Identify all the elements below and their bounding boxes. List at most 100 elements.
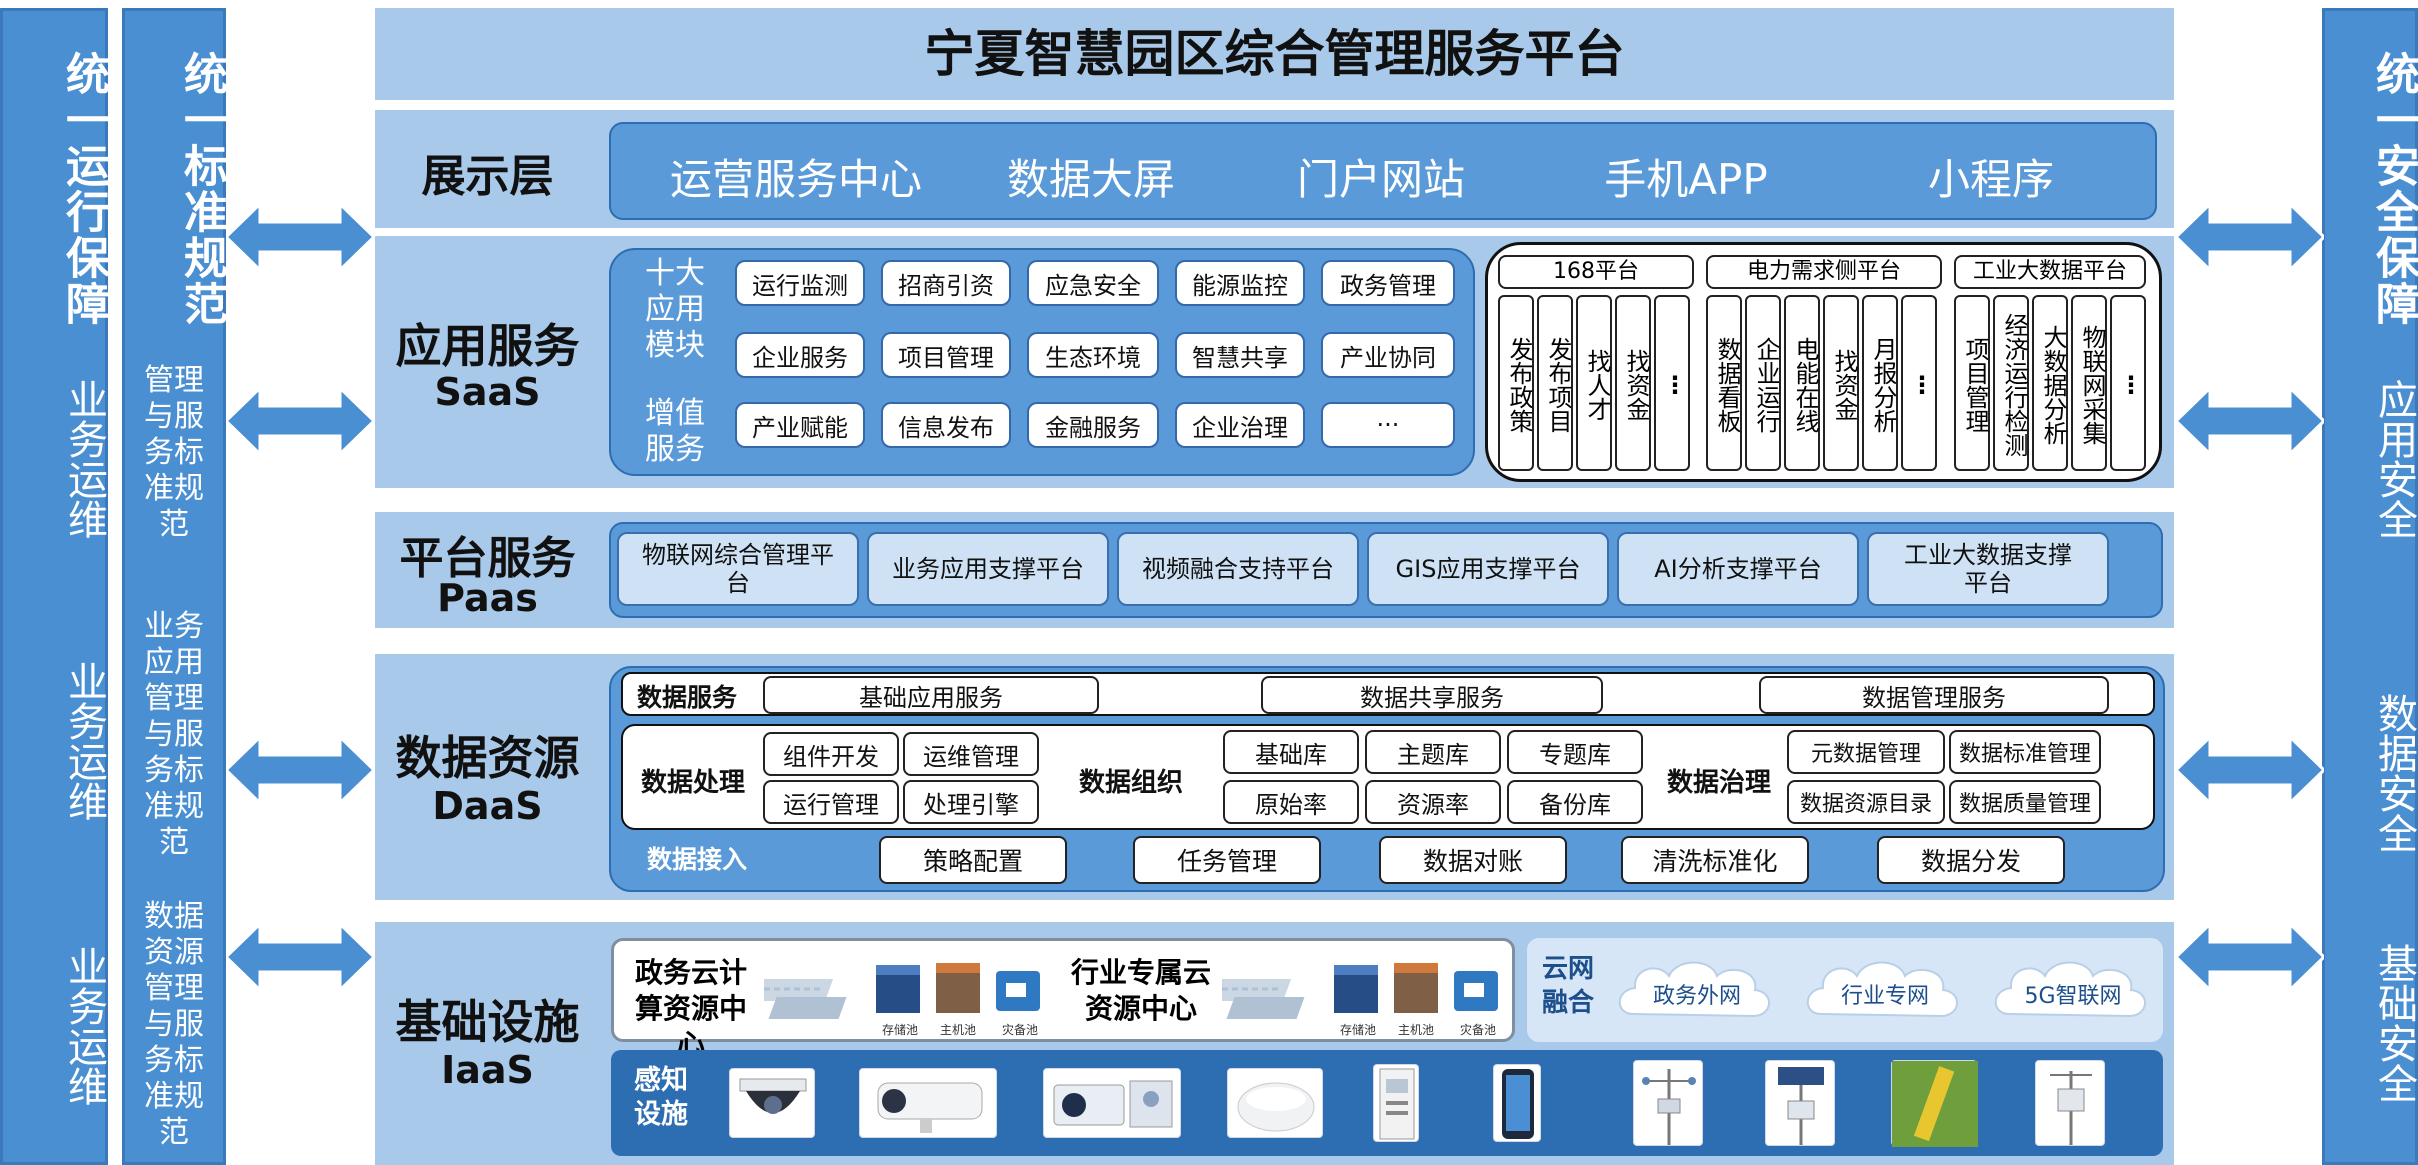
platform-168-col: 发布项目	[1537, 295, 1573, 471]
access-item[interactable]: 清洗标准化	[1621, 836, 1809, 884]
sensing-label: 感知设施	[634, 1065, 688, 1130]
server-cluster-graphic	[1222, 963, 1498, 1019]
left-inner-title: 统一标准规范	[176, 51, 227, 327]
module-chip[interactable]: 项目管理	[881, 332, 1011, 378]
paas-item[interactable]: 物联网综合管理平台	[617, 532, 859, 606]
module-chip[interactable]: 智慧共享	[1175, 332, 1305, 378]
data-service-item[interactable]: 数据共享服务	[1261, 676, 1603, 714]
left-outer-item-2: 业务运维	[61, 661, 107, 821]
organization-item[interactable]: 资源率	[1365, 780, 1501, 824]
right-item-3: 基础安全	[2371, 943, 2417, 1103]
daas-box: 数据服务 基础应用服务 数据共享服务 数据管理服务 数据处理 组件开发 运维管理…	[609, 666, 2165, 892]
paas-item[interactable]: AI分析支撑平台	[1617, 532, 1859, 606]
module-chip[interactable]: 产业赋能	[735, 402, 865, 448]
module-chip[interactable]: 金融服务	[1027, 402, 1159, 448]
module-chip[interactable]: 生态环境	[1027, 332, 1159, 378]
right-arrow-1	[2176, 204, 2324, 270]
network-label: 行业专网	[1840, 984, 1929, 1009]
sensing-box: 感知设施	[611, 1050, 2163, 1156]
platform-168-header: 168平台	[1498, 255, 1694, 289]
daas-sublabel: DaaS	[432, 784, 543, 828]
governance-item[interactable]: 元数据管理	[1787, 730, 1945, 774]
platform-industrial-col: 项目管理	[1954, 295, 1990, 471]
access-item[interactable]: 策略配置	[879, 836, 1067, 884]
module-chip[interactable]: 能源监控	[1175, 260, 1305, 306]
access-item[interactable]: 任务管理	[1133, 836, 1321, 884]
bullet-camera-icon	[859, 1068, 997, 1138]
saas-platforms-box: 168平台 发布政策 发布项目 找人才 找资金 ⋮ 电力需求侧平台 数据看板 企…	[1485, 242, 2162, 482]
processing-item[interactable]: 运维管理	[903, 732, 1039, 776]
daas-band: 数据资源 DaaS 数据服务 基础应用服务 数据共享服务 数据管理服务 数据处理…	[375, 654, 2174, 900]
paas-item[interactable]: 工业大数据支撑平台	[1867, 532, 2109, 606]
cloud-icon	[1994, 961, 2146, 1018]
paas-item[interactable]: 视频融合支持平台	[1117, 532, 1359, 606]
organization-item[interactable]: 基础库	[1223, 730, 1359, 774]
cloud-net-label: 云网融合	[1541, 954, 1594, 1018]
cloud-net-box: 云网融合 政务外网 行业专网 5G智联网	[1527, 938, 2163, 1042]
saas-modules-box: 十大应用模块 增值服务 运行监测 招商引资 应急安全 能源监控 政务管理 企业服…	[609, 248, 1475, 476]
saas-group2-label: 增值服务	[645, 396, 705, 467]
display-item-3: 门户网站	[1296, 155, 1465, 204]
organization-item[interactable]: 专题库	[1507, 730, 1643, 774]
governance-item[interactable]: 数据质量管理	[1949, 780, 2101, 824]
governance-item[interactable]: 数据资源目录	[1787, 780, 1945, 824]
cloud-icon	[1806, 961, 1958, 1018]
smoke-detector-icon	[1227, 1068, 1323, 1138]
server-label: 主机池	[1398, 1023, 1435, 1037]
module-chip[interactable]: 产业协同	[1321, 332, 1455, 378]
paas-item[interactable]: GIS应用支撑平台	[1367, 532, 1609, 606]
right-arrow-3	[2176, 737, 2324, 803]
mobile-phone-icon	[1493, 1064, 1541, 1142]
processing-item[interactable]: 运行管理	[763, 780, 899, 824]
governance-item[interactable]: 数据标准管理	[1949, 730, 2101, 774]
cloud-icon	[1618, 961, 1770, 1018]
module-chip[interactable]: 信息发布	[881, 402, 1011, 448]
soil-sensor-icon	[1891, 1060, 1978, 1147]
module-chip[interactable]: 招商引资	[881, 260, 1011, 306]
data-processing-label: 数据处理	[641, 768, 746, 798]
camera-terminal-icon	[1043, 1068, 1181, 1138]
cloud-resource-box: 政务云计算资源中心 存储池 主机池 灾备池 行业专属云资源中心 存储池 主机池 …	[611, 938, 1515, 1061]
paas-item[interactable]: 业务应用支撑平台	[867, 532, 1109, 606]
server-label: 存储池	[882, 1023, 919, 1037]
platform-power-col: 电能在线	[1784, 295, 1820, 471]
platform-power-header: 电力需求侧平台	[1706, 255, 1942, 289]
platform-power-col: 月报分析	[1862, 295, 1898, 471]
left-inner-column: 统一标准规范 管理与服务标准规范 业务应用管理与服务标准规范 数据资源管理与服务…	[122, 8, 227, 1165]
module-chip[interactable]: 企业服务	[735, 332, 865, 378]
server-label: 灾备池	[1460, 1023, 1497, 1037]
module-chip[interactable]: 企业治理	[1175, 402, 1305, 448]
organization-item[interactable]: 主题库	[1365, 730, 1501, 774]
display-item-5: 小程序	[1927, 155, 2054, 204]
platform-power-col: 企业运行	[1745, 295, 1781, 471]
data-service-item[interactable]: 基础应用服务	[763, 676, 1099, 714]
right-arrow-2	[2176, 388, 2324, 454]
right-column: 统一安全保障 应用安全 数据安全 基础安全	[2322, 8, 2418, 1165]
data-access-label: 数据接入	[647, 845, 748, 874]
module-chip-more[interactable]: ···	[1321, 402, 1455, 448]
saas-sublabel: SaaS	[434, 370, 541, 414]
platform-industrial-col: 大数据分析	[2032, 295, 2068, 471]
right-arrow-4	[2176, 924, 2324, 990]
data-service-row: 数据服务 基础应用服务 数据共享服务 数据管理服务	[621, 672, 2155, 716]
platform-168-col: 找资金	[1615, 295, 1651, 471]
platform-industrial-col: 经济运行检测	[1993, 295, 2029, 471]
organization-item[interactable]: 备份库	[1507, 780, 1643, 824]
processing-item[interactable]: 组件开发	[763, 732, 899, 776]
organization-item[interactable]: 原始率	[1223, 780, 1359, 824]
processing-item[interactable]: 处理引擎	[903, 780, 1039, 824]
data-service-item[interactable]: 数据管理服务	[1759, 676, 2109, 714]
left-arrow-3	[226, 737, 374, 803]
access-item[interactable]: 数据分发	[1877, 836, 2065, 884]
daas-label: 数据资源	[395, 731, 580, 785]
display-layer-label: 展示层	[421, 151, 554, 202]
access-item[interactable]: 数据对账	[1379, 836, 1567, 884]
module-chip[interactable]: 政务管理	[1321, 260, 1455, 306]
server-label: 主机池	[940, 1023, 977, 1037]
saas-group1-label: 十大应用模块	[645, 256, 705, 363]
air-quality-station-icon	[2035, 1060, 2105, 1146]
module-chip[interactable]: 运行监测	[735, 260, 865, 306]
display-item-2: 数据大屏	[1006, 155, 1175, 204]
module-chip[interactable]: 应急安全	[1027, 260, 1159, 306]
display-item-1: 运营服务中心	[669, 155, 922, 204]
